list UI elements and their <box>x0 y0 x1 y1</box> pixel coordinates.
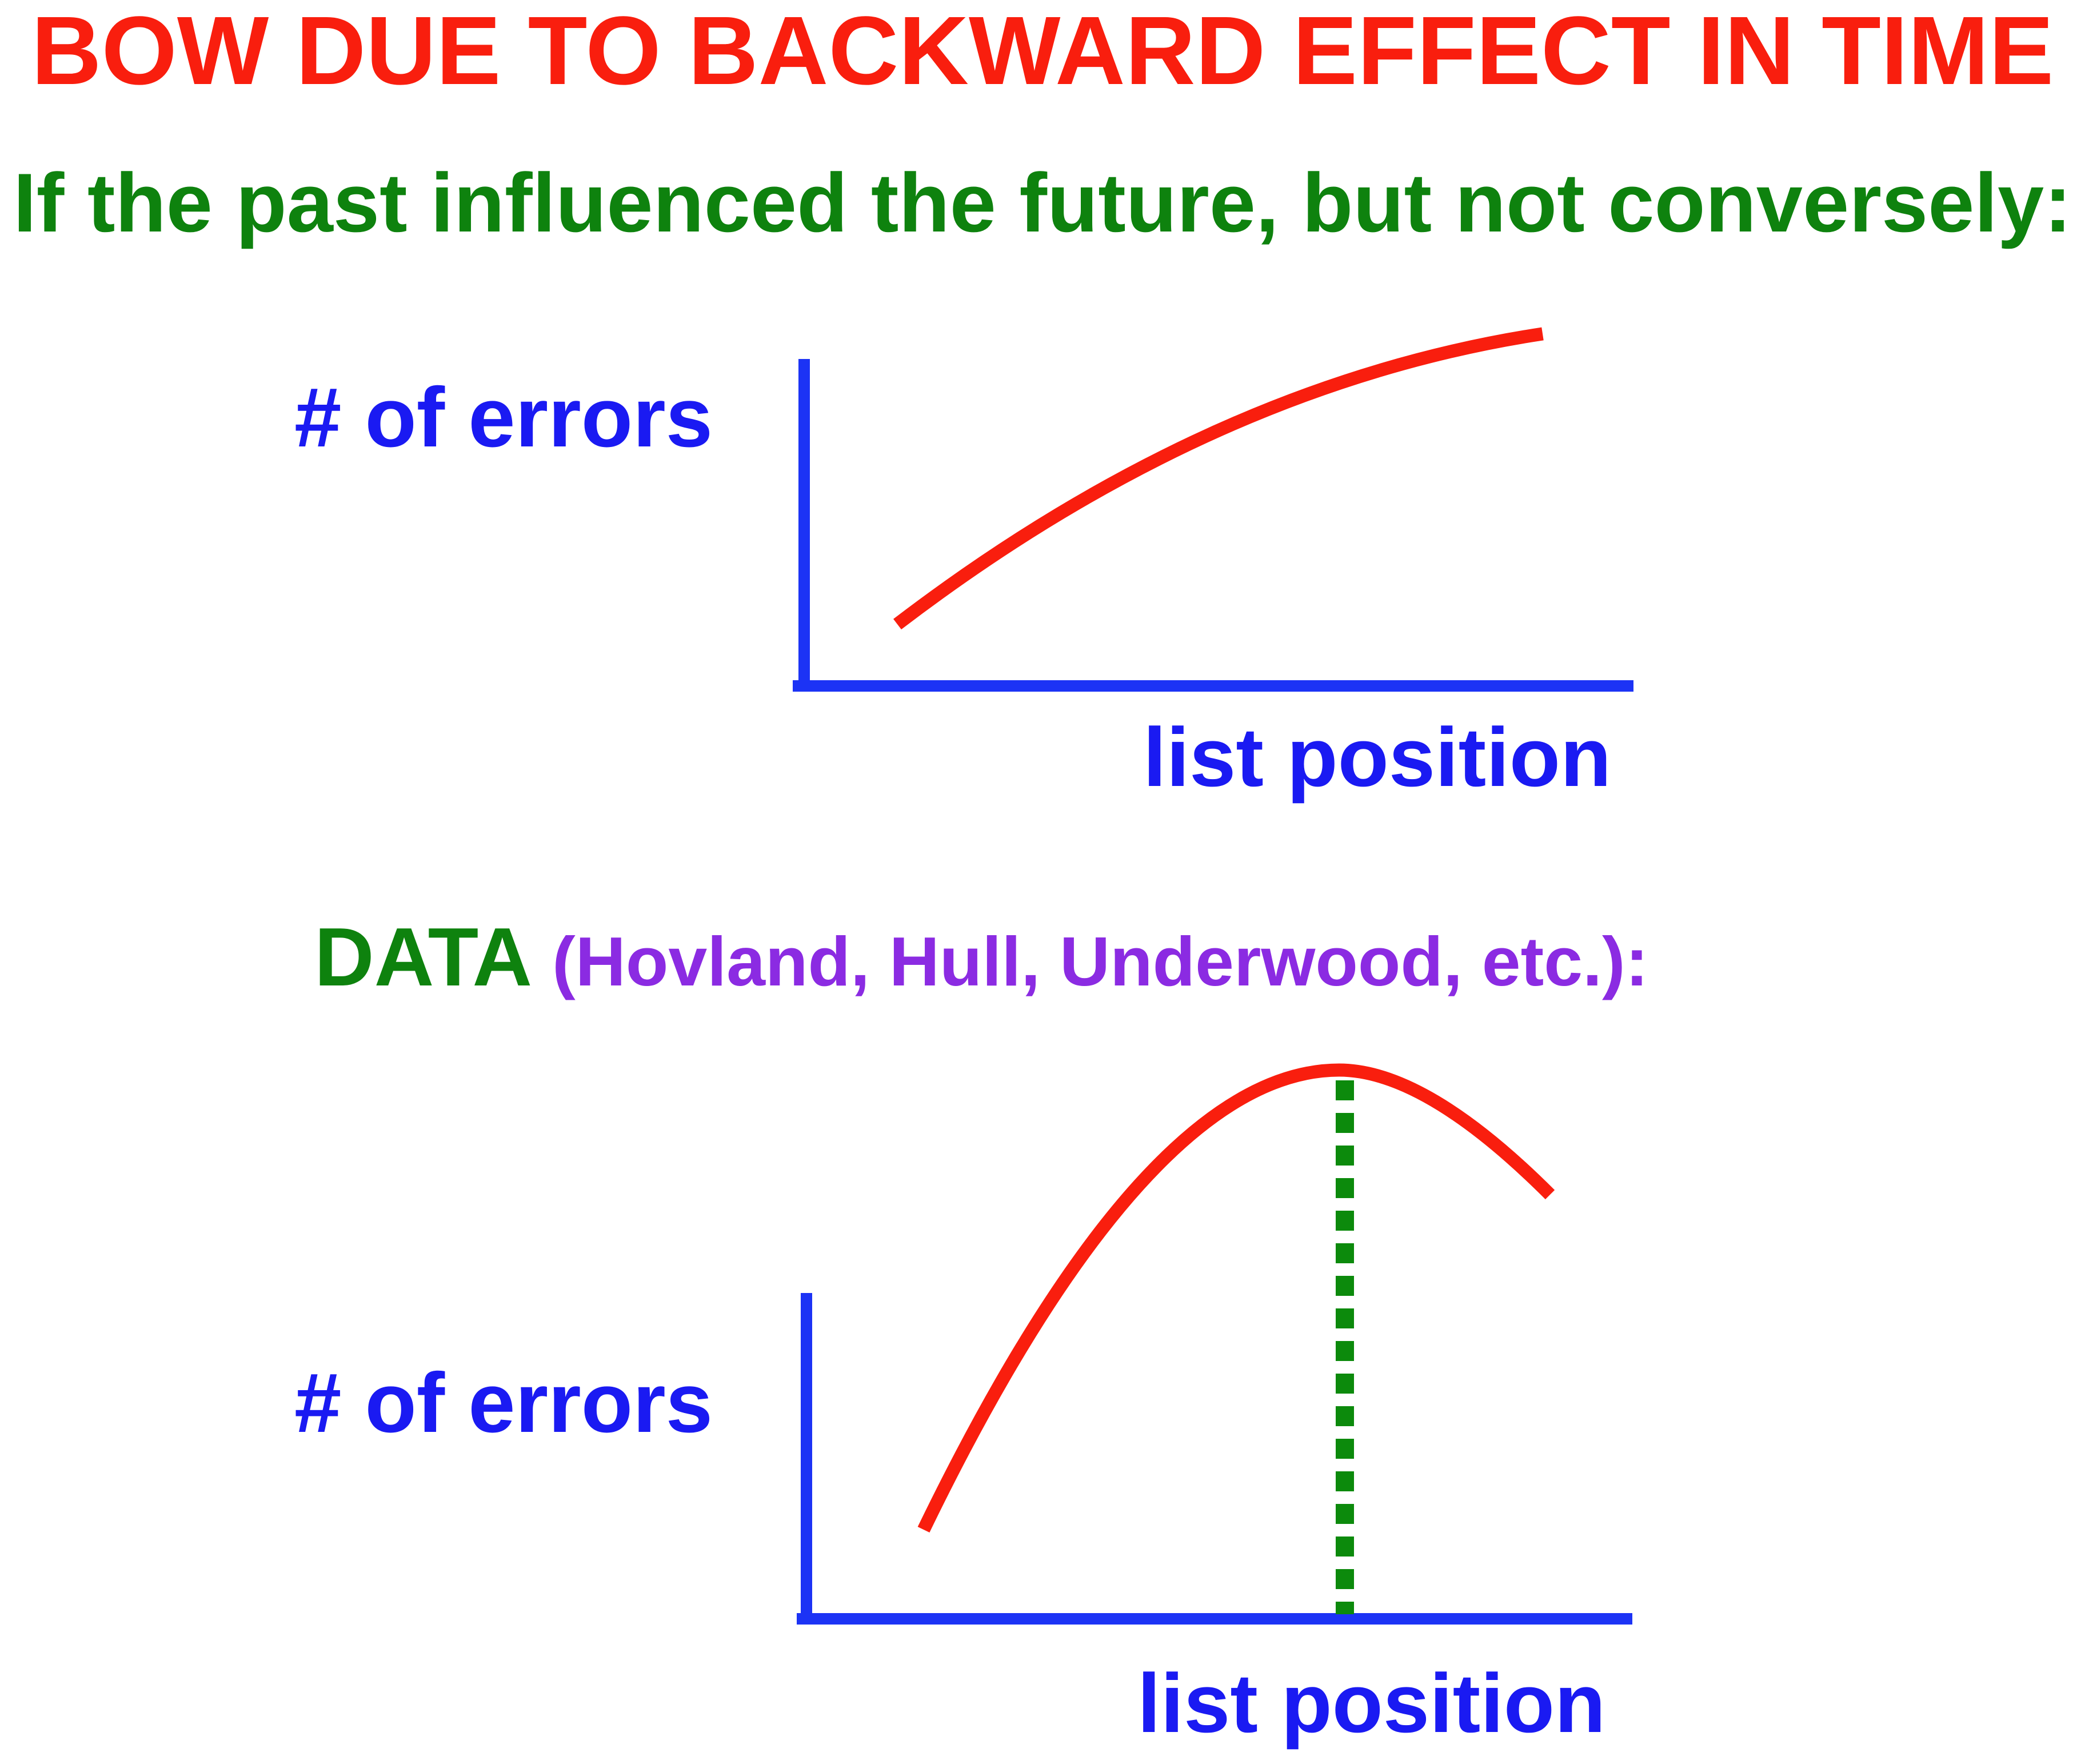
chart2-y-axis-label: # of errors <box>294 1356 713 1450</box>
slide-subtitle: If the past influenced the future, but n… <box>13 156 2072 249</box>
data-heading-word: DATA <box>314 911 529 1003</box>
chart1-error-curve <box>893 327 1544 630</box>
chart2-bow-curve <box>917 1063 1555 1533</box>
chart1-x-axis-label: list position <box>1143 711 1612 804</box>
slide-title: BOW DUE TO BACKWARD EFFECT IN TIME <box>31 0 2054 105</box>
data-heading-spacer <box>529 911 552 1003</box>
data-heading: DATA (Hovland, Hull, Underwood, etc.): <box>314 916 1648 999</box>
data-heading-sources: (Hovland, Hull, Underwood, etc.): <box>552 923 1649 1000</box>
chart1-y-axis-label: # of errors <box>294 370 713 465</box>
chart2-x-axis-label: list position <box>1137 1657 1606 1750</box>
